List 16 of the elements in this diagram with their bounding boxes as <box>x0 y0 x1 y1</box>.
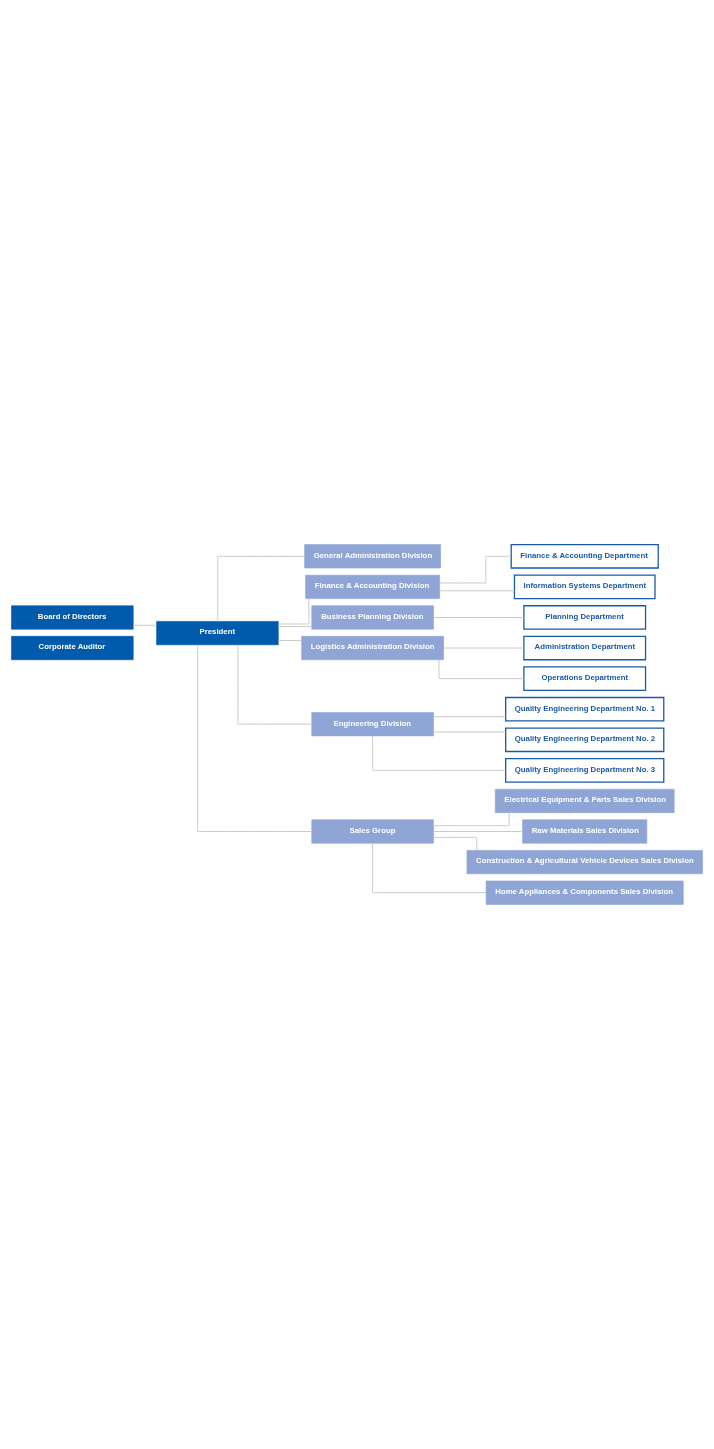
connector <box>372 735 506 771</box>
connector <box>372 842 487 894</box>
connector <box>433 836 478 851</box>
connector <box>433 831 523 832</box>
connector <box>433 716 506 718</box>
connector <box>277 640 303 642</box>
connector <box>438 659 525 680</box>
connector <box>439 590 515 592</box>
connector <box>433 812 510 827</box>
connector <box>197 644 313 832</box>
connector <box>132 624 157 626</box>
connector <box>277 598 310 625</box>
connector <box>439 555 512 584</box>
connector <box>217 555 305 622</box>
connector <box>433 617 525 618</box>
connector <box>237 644 313 725</box>
